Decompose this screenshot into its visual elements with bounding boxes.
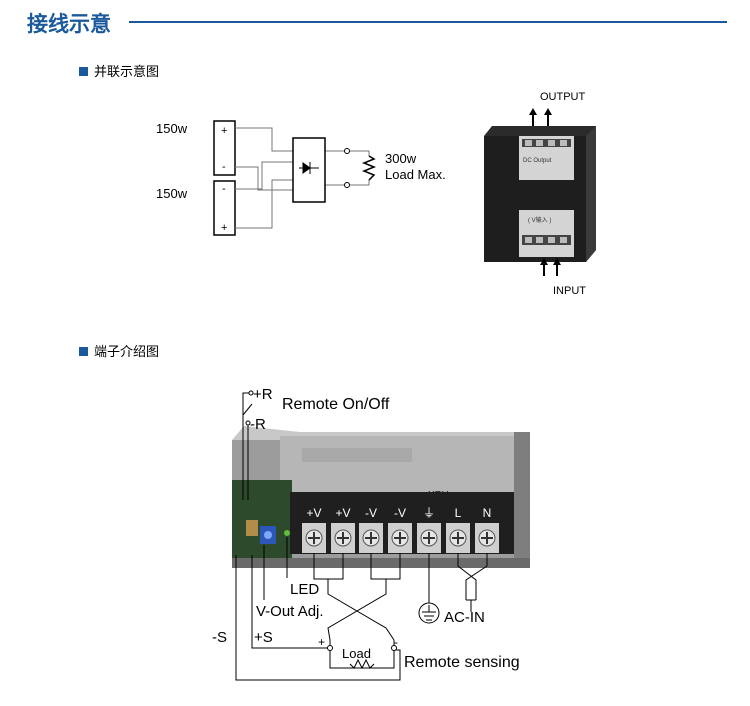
remote-onoff-label: Remote On/Off (282, 396, 390, 413)
bullet-square-icon (79, 67, 88, 76)
section-header: 接线示意 (27, 8, 727, 38)
supply-bottom-minus: - (222, 183, 226, 195)
terminal-label-7: N (483, 506, 492, 520)
section-terminal-heading: 端子介绍图 (79, 341, 159, 360)
section-terminal-label: 端子介绍图 (94, 345, 160, 360)
supply-top-plus: + (221, 125, 227, 137)
screw-terminals (302, 523, 499, 553)
terminal-label-4: -V (394, 506, 406, 520)
section-parallel-label: 并联示意图 (94, 65, 160, 80)
supply-bottom-plus: + (221, 222, 227, 234)
supply-top-minus: - (222, 161, 226, 173)
terminal-diagram: XRY +V +V -V -V ⏚ L N (212, 386, 530, 681)
input-label: INPUT (553, 285, 586, 297)
output-label: OUTPUT (540, 91, 586, 103)
combiner-box (292, 137, 326, 203)
supply-box-top (213, 120, 236, 176)
terminal-label-3: -V (365, 506, 377, 520)
parallel-schematic (213, 120, 377, 236)
brand-mark: XRY (428, 490, 449, 501)
load-minus-label: - (394, 635, 398, 649)
resistor-icon (361, 155, 377, 181)
diode-icon (299, 162, 319, 174)
module-label-top: DC Output (523, 158, 552, 164)
input-arrows-icon (540, 258, 561, 276)
terminal-label-5: ⏚ (423, 506, 435, 520)
load-label: Load (342, 646, 371, 661)
load-plus-label: + (318, 635, 325, 649)
section-parallel-heading: 并联示意图 (79, 61, 159, 80)
load-rating: 300w (385, 151, 417, 166)
page-title: 接线示意 (27, 12, 111, 36)
plus-r-label: +R (253, 386, 273, 403)
minus-s-label: -S (212, 629, 227, 646)
load-resistor-icon (349, 658, 375, 670)
psu-pcb (232, 480, 292, 558)
terminal-label-1: +V (306, 506, 321, 520)
terminal-label-2: +V (335, 506, 350, 520)
bullet-square-icon (79, 347, 88, 356)
load-max-label: Load Max. (385, 167, 446, 182)
terminal-label-6: L (455, 506, 462, 520)
title-rule (129, 21, 727, 23)
supply-top-label: 150w (156, 121, 188, 136)
module-label-bottom: ( V输入 ) (528, 216, 551, 224)
remote-sensing-label: Remote sensing (404, 654, 520, 671)
supply-bottom-label: 150w (156, 186, 188, 201)
output-arrows-icon (529, 108, 552, 126)
parallel-module-photo: OUTPUT DC Output ( V输入 ) INPUT (484, 91, 596, 297)
led-label: LED (290, 581, 319, 598)
ac-in-label: AC-IN (444, 609, 485, 626)
plus-s-label: +S (254, 629, 273, 646)
led-indicator (284, 530, 290, 536)
vout-adj-label: V-Out Adj. (256, 603, 324, 620)
minus-r-label: -R (250, 416, 266, 433)
supply-box-bottom (213, 180, 236, 236)
